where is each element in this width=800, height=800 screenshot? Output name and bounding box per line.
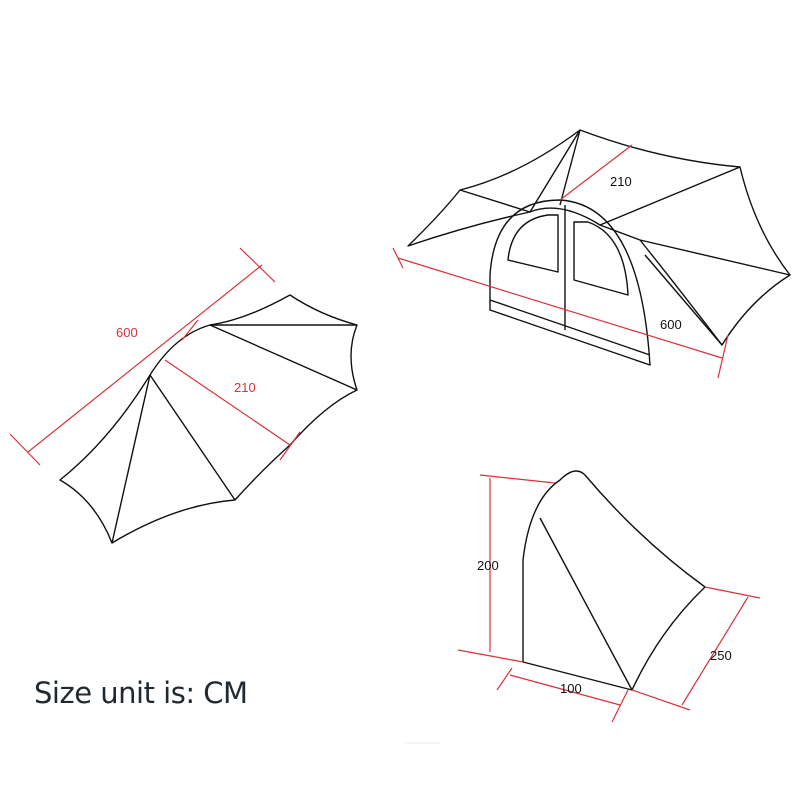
depth-label: 100 — [560, 681, 582, 696]
width-label: 210 — [234, 380, 256, 395]
unit-note: Size unit is: CM — [34, 676, 248, 710]
tent-with-tarp-view: 210 600 — [392, 129, 791, 379]
side-view: 200 100 250 — [457, 470, 761, 723]
width-label: 210 — [610, 174, 632, 189]
height-label: 200 — [477, 558, 499, 573]
length-label: 250 — [710, 648, 732, 663]
left-tarp-view: 600 210 — [9, 247, 358, 544]
length-label: 600 — [116, 325, 138, 340]
length-label: 600 — [660, 317, 682, 332]
